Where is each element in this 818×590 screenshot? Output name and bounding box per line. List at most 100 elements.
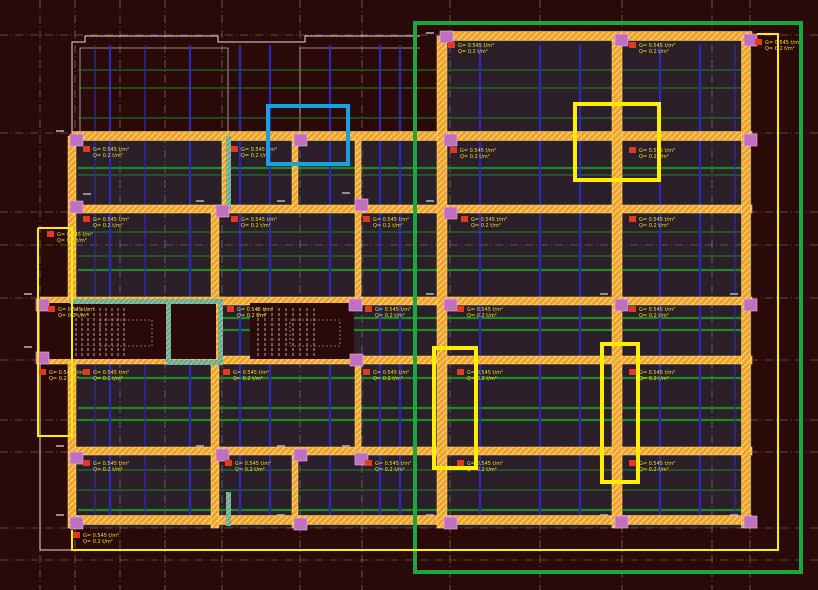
load-tag-icon (629, 460, 636, 466)
column[interactable] (69, 516, 84, 530)
beam (291, 450, 299, 529)
axis-marker (83, 193, 91, 195)
dead-load-text: G= 0.545 t/m² (467, 307, 503, 313)
dead-load-text: G= 0.545 t/m² (467, 461, 503, 467)
column[interactable] (349, 353, 364, 367)
load-label: G= 0.545 t/m²Q= 0.2 t/m² (83, 216, 129, 229)
live-load-text: Q= 0.2 t/m² (375, 313, 405, 319)
live-load-text: Q= 0.2 t/m² (375, 467, 405, 473)
column[interactable] (743, 133, 758, 147)
live-load-text: Q= 0.2 t/m² (639, 223, 669, 229)
axis-marker (600, 514, 608, 516)
stair-beam (166, 299, 222, 304)
axis-marker (196, 200, 204, 202)
load-tag-icon (231, 146, 238, 152)
live-load-text: Q= 0.2 t/m² (235, 467, 265, 473)
selection-outline-yellow[interactable] (71, 33, 779, 551)
load-tag-icon (365, 306, 372, 312)
slab-area (446, 40, 752, 140)
column[interactable] (69, 200, 84, 214)
stair-void (250, 303, 354, 359)
load-label: G= 0.545 t/m²Q= 0.2 t/m² (629, 369, 675, 382)
beam (291, 135, 299, 210)
column[interactable] (35, 298, 50, 312)
selection-box-blue[interactable] (266, 104, 350, 166)
axis-marker (730, 293, 738, 295)
column[interactable] (215, 448, 230, 462)
live-load-text: Q= 0.2 t/m² (458, 49, 488, 55)
load-tag-icon (225, 460, 232, 466)
load-tag-icon (629, 147, 636, 153)
dead-load-text: G= 0.545 t/m² (471, 217, 507, 223)
dead-load-text: G= 0.545 t/m² (467, 370, 503, 376)
beam (436, 35, 448, 529)
stair-beam (166, 360, 222, 365)
dead-load-text: G= 0.545 t/m² (460, 148, 496, 154)
column[interactable] (348, 298, 363, 312)
column[interactable] (439, 30, 454, 44)
dead-load-text: G= 0.545 t/m² (765, 40, 801, 46)
load-tag-icon (457, 369, 464, 375)
live-load-text: Q= 0.2 t/m² (467, 313, 497, 319)
selection-box-yellow[interactable] (432, 346, 478, 470)
column[interactable] (354, 452, 369, 466)
stair-beam (226, 136, 231, 209)
selection-box-yellow[interactable] (573, 102, 661, 182)
column[interactable] (614, 515, 629, 529)
live-load-text: Q= 0.2 t/m² (93, 223, 123, 229)
column[interactable] (35, 351, 50, 365)
beam (611, 35, 623, 529)
load-label: G= 0.545 t/m²Q= 0.2 t/m² (231, 146, 277, 159)
column[interactable] (443, 516, 458, 530)
stair-beam (166, 299, 171, 365)
column[interactable] (293, 517, 308, 531)
dead-load-text: G= 0.545 t/m² (639, 370, 675, 376)
load-label: G= 0.545 t/m²Q= 0.2 t/m² (448, 42, 494, 55)
beam (71, 515, 753, 525)
load-label: G= 0.545 t/m²Q= 0.2 t/m² (629, 42, 675, 55)
column[interactable] (293, 133, 308, 147)
column[interactable] (69, 133, 84, 147)
live-load-text: Q= 0.2 t/m² (765, 46, 795, 52)
column[interactable] (743, 515, 758, 529)
dead-load-text: G= 0.545 t/m² (83, 533, 119, 539)
dead-load-text: G= 0.545 t/m² (93, 147, 129, 153)
column[interactable] (614, 298, 629, 312)
dead-load-text: G= 0.545 t/m² (639, 307, 675, 313)
selection-box-yellow[interactable] (600, 342, 640, 484)
stair-landing (289, 319, 341, 347)
live-load-text: Q= 0.2 t/m² (93, 376, 123, 382)
axis-marker (426, 200, 434, 202)
selection-box-green[interactable] (413, 21, 803, 574)
load-tag-icon (629, 216, 636, 222)
column[interactable] (69, 451, 84, 465)
load-label: G= 0.545 t/m²Q= 0.2 t/m² (629, 216, 675, 229)
load-tag-icon (47, 231, 54, 237)
load-tag-icon (629, 369, 636, 375)
column[interactable] (443, 298, 458, 312)
live-load-text: Q= 0.2 t/m² (241, 153, 271, 159)
live-load-text: Q= 0.2 t/m² (639, 467, 669, 473)
column[interactable] (293, 448, 308, 462)
load-tag-icon (629, 306, 636, 312)
column[interactable] (743, 298, 758, 312)
column[interactable] (443, 133, 458, 147)
selection-outline-yellow[interactable] (37, 227, 73, 437)
beam (71, 131, 753, 141)
load-tag-icon (73, 532, 80, 538)
load-tag-icon (363, 216, 370, 222)
live-load-text: Q= 0.2 t/m² (83, 539, 113, 545)
load-tag-icon (83, 216, 90, 222)
column[interactable] (443, 206, 458, 220)
column[interactable] (614, 33, 629, 47)
load-tag-icon (457, 460, 464, 466)
load-label: G= 0.545 t/m²Q= 0.2 t/m² (365, 460, 411, 473)
beam (71, 204, 753, 214)
axis-marker (277, 514, 285, 516)
column[interactable] (215, 204, 230, 218)
stair-beam (70, 299, 216, 304)
column[interactable] (354, 198, 369, 212)
dead-load-text: G= 0.545 t/m² (235, 461, 271, 467)
load-label: G= 0.545 t/m²Q= 0.2 t/m² (47, 231, 93, 244)
